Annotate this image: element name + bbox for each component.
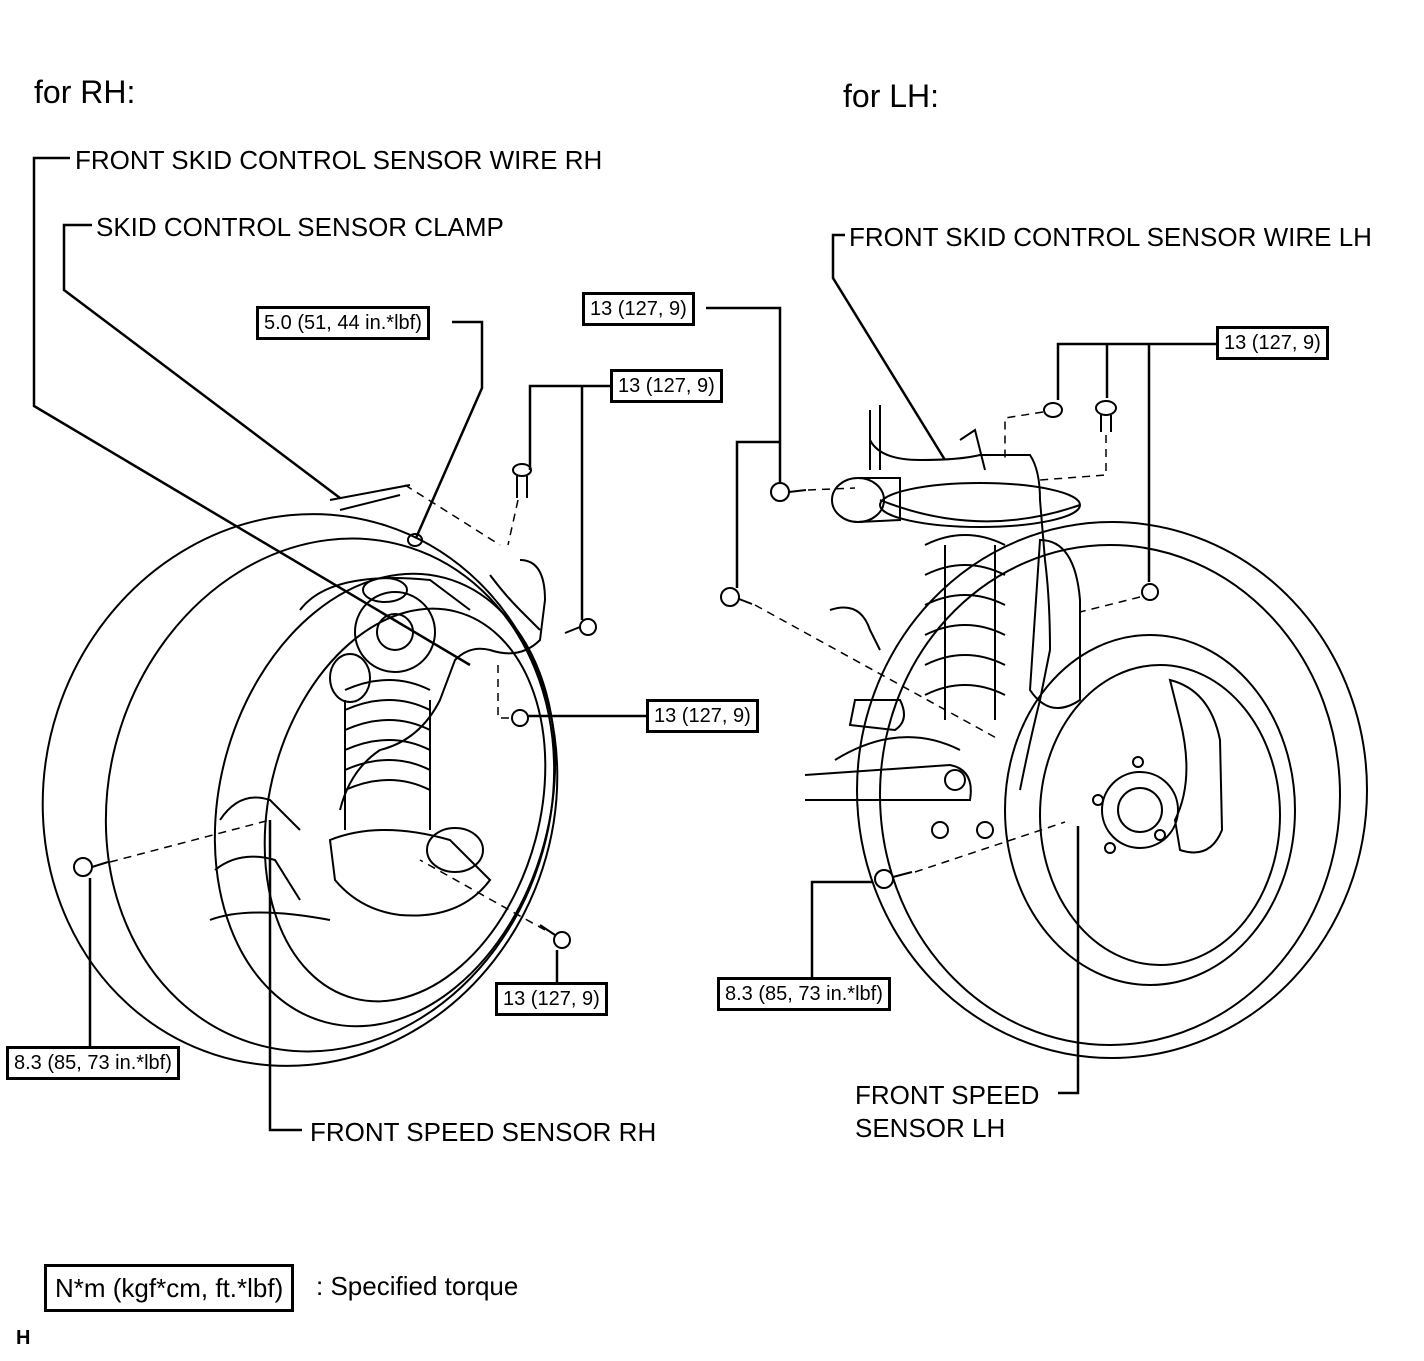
label-skid-control-sensor-clamp: SKID CONTROL SENSOR CLAMP [96, 212, 504, 242]
rh-dashed-lines [109, 484, 546, 931]
lh-dashed-lines [754, 411, 1141, 873]
label-front-speed-sensor-lh-line2: SENSOR LH [855, 1113, 1006, 1143]
lh-wire [869, 439, 1052, 791]
torque-box-lh-right-bolts: 13 (127, 9) [1216, 326, 1329, 360]
lh-arms [804, 606, 994, 839]
rh-bolts [73, 463, 597, 949]
header-lh: for LH: [843, 78, 940, 114]
torque-box-lh-left-bolt: 13 (127, 9) [582, 292, 695, 326]
rh-leaders [32, 156, 648, 1132]
torque-box-lh-sensor-bolt: 8.3 (85, 73 in.*lbf) [717, 977, 891, 1011]
torque-box-rh-sensor-bolt: 8.3 (85, 73 in.*lbf) [6, 1046, 180, 1080]
lh-leaders [706, 233, 1217, 1095]
legend-torque-unit-box: N*m (kgf*cm, ft.*lbf) [44, 1264, 295, 1312]
label-front-speed-sensor-lh-line1: FRONT SPEED [855, 1080, 1040, 1110]
torque-box-rh-lower-bolt: 13 (127, 9) [495, 982, 608, 1016]
rh-wire [329, 484, 547, 811]
rh-axle [209, 796, 492, 921]
label-front-speed-sensor-rh: FRONT SPEED SENSOR RH [310, 1117, 657, 1147]
corner-mark: H [16, 1327, 31, 1349]
torque-box-clamp-bolt: 5.0 (51, 44 in.*lbf) [256, 306, 430, 340]
lh-hub [1092, 678, 1224, 854]
lh-bolts [720, 400, 1159, 889]
header-rh: for RH: [34, 74, 136, 110]
rh-tire [41, 513, 559, 1067]
torque-box-rh-bracket-bolt: 13 (127, 9) [610, 369, 723, 403]
legend-meaning: : Specified torque [316, 1271, 519, 1301]
lh-tire [856, 521, 1368, 1059]
torque-box-rh-mid-nut: 13 (127, 9) [646, 699, 759, 733]
lh-strut [831, 405, 1081, 720]
label-front-skid-control-sensor-wire-lh: FRONT SKID CONTROL SENSOR WIRE LH [849, 222, 1372, 252]
rh-strut [299, 577, 471, 830]
label-front-skid-control-sensor-wire-rh: FRONT SKID CONTROL SENSOR WIRE RH [75, 145, 603, 175]
